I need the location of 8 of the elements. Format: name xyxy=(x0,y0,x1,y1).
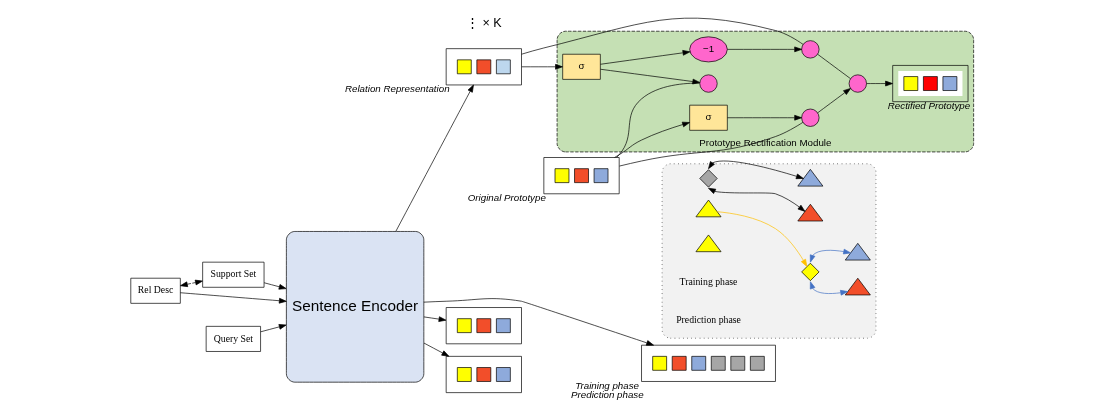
node-label: Rectified Prototype xyxy=(887,99,971,111)
label: Prediction phase xyxy=(676,313,741,325)
node-label: Training phase xyxy=(575,379,640,391)
node-label: Original Prototype xyxy=(467,191,546,203)
label: ⋮ × K xyxy=(466,15,502,30)
node-label: Relation Representation xyxy=(344,83,450,95)
label: Training phase xyxy=(679,275,738,287)
node-label: Prediction phase xyxy=(571,389,644,401)
